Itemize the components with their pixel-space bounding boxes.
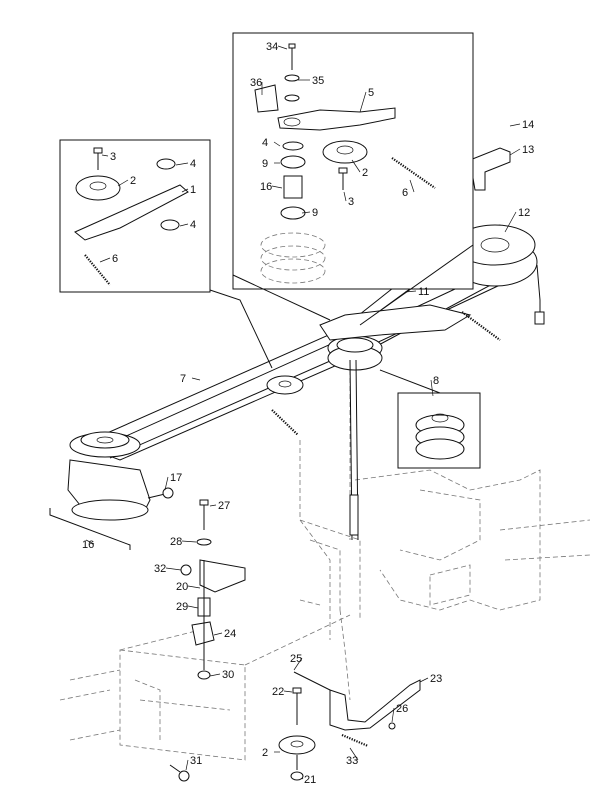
callout-leader — [181, 188, 189, 193]
callout-c11: 11 — [418, 286, 429, 298]
callout-c17: 17 — [170, 472, 182, 484]
inset-idler-pulley-box — [59, 139, 273, 369]
callout-leader — [271, 185, 283, 189]
mower-frame-outline — [59, 330, 591, 761]
callout-leader — [409, 179, 415, 193]
callout-leader — [191, 377, 201, 381]
callout-leader — [185, 759, 189, 771]
callout-leader — [179, 223, 189, 227]
callout-leader — [101, 154, 109, 157]
callout-leader — [187, 605, 199, 609]
callout-c30: 30 — [222, 669, 234, 681]
callout-c6b: 6 — [112, 253, 118, 265]
callout-leader — [391, 707, 395, 723]
callout-c4c: 4 — [190, 219, 196, 231]
callout-leader — [509, 123, 521, 127]
callout-c13: 13 — [522, 144, 534, 156]
callout-c23: 23 — [430, 673, 442, 685]
callout-c16a: 16 — [260, 181, 272, 193]
callout-leader — [117, 179, 129, 187]
callout-c14: 14 — [522, 119, 534, 131]
callout-c3a: 3 — [348, 196, 354, 208]
callout-c3b: 3 — [110, 151, 116, 163]
callout-c36: 36 — [250, 77, 262, 89]
lower-bracket-stack — [180, 499, 246, 680]
callout-c4b: 4 — [190, 158, 196, 170]
callout-c8: 8 — [433, 375, 439, 387]
callout-leader — [343, 191, 347, 202]
callout-leader — [99, 257, 111, 263]
callout-leader — [359, 91, 367, 113]
callout-c2c: 2 — [262, 747, 268, 759]
callout-c28: 28 — [170, 536, 182, 548]
callout-leader — [213, 632, 223, 636]
callout-leader — [181, 540, 197, 543]
callout-c21: 21 — [304, 774, 316, 786]
callout-c26: 26 — [396, 703, 408, 715]
callout-c5: 5 — [368, 87, 374, 99]
callout-leader — [509, 148, 521, 156]
callout-c9a: 9 — [262, 158, 268, 170]
callout-leader — [301, 777, 304, 780]
callout-c22: 22 — [272, 686, 284, 698]
callout-leader — [85, 539, 95, 545]
callout-c6a: 6 — [402, 187, 408, 199]
callout-c31: 31 — [190, 755, 202, 767]
lower-idler-assembly — [169, 671, 421, 782]
callout-c4a: 4 — [262, 137, 268, 149]
callout-leader — [349, 747, 359, 761]
callout-leader — [277, 45, 288, 50]
callout-c2a: 2 — [362, 167, 368, 179]
callout-c32: 32 — [154, 563, 166, 575]
callout-leader — [504, 211, 517, 233]
callout-leader — [301, 211, 311, 214]
callout-leader — [209, 504, 217, 507]
callout-leader — [273, 141, 281, 147]
callout-leader — [187, 585, 201, 589]
callout-c29: 29 — [176, 601, 188, 613]
callout-leader — [404, 290, 417, 293]
callout-leader — [293, 657, 303, 671]
dimension-bracket-16 — [49, 508, 131, 550]
callout-leader — [209, 673, 221, 677]
callout-leader — [164, 476, 169, 491]
callout-c1: 1 — [190, 184, 196, 196]
callout-c35: 35 — [312, 75, 324, 87]
callout-leader — [430, 379, 434, 397]
callout-c27: 27 — [218, 500, 230, 512]
callout-c25: 25 — [290, 653, 302, 665]
callout-c7: 7 — [180, 373, 186, 385]
callout-c33: 33 — [346, 755, 358, 767]
callout-leader — [351, 159, 361, 173]
callout-leader — [283, 690, 293, 693]
inset-pulley-8-box — [379, 369, 481, 469]
callout-leader — [419, 677, 429, 683]
callout-leader — [165, 567, 182, 571]
callout-c12: 12 — [518, 207, 530, 219]
callout-c34: 34 — [266, 41, 278, 53]
callout-c2b: 2 — [130, 175, 136, 187]
callout-c16b: 16 — [82, 539, 94, 551]
callout-leader — [175, 162, 189, 166]
callout-c24: 24 — [224, 628, 236, 640]
callout-c9b: 9 — [312, 207, 318, 219]
callout-c20: 20 — [176, 581, 188, 593]
inset-idler-arm-box — [232, 32, 474, 326]
